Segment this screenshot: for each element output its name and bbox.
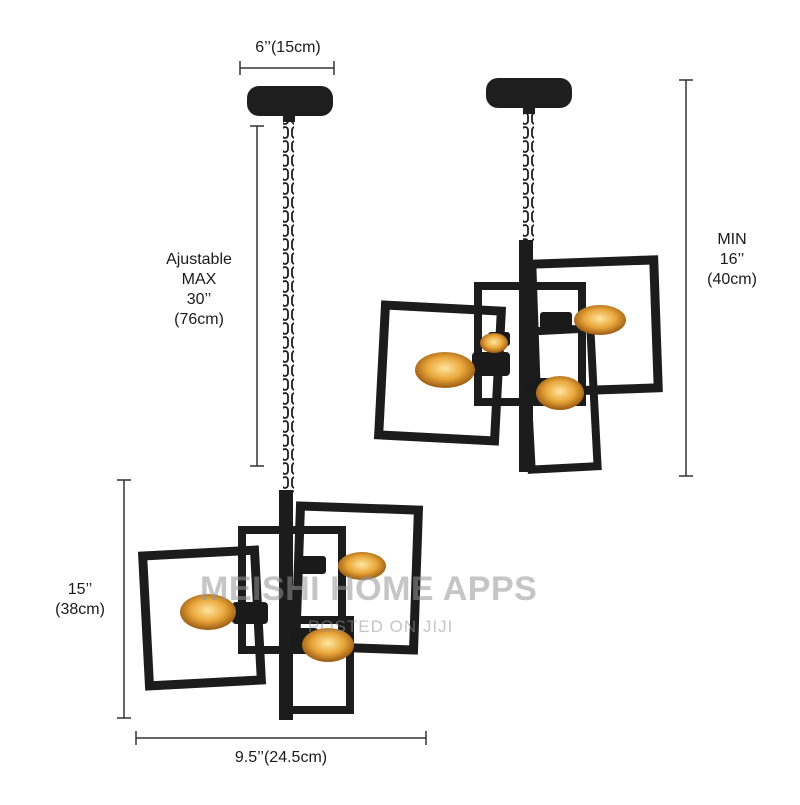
min-line-3: (40cm) <box>707 271 757 288</box>
adjustable-line-1: Ajustable <box>166 251 232 268</box>
canopy-width-label: 6’’(15cm) <box>255 39 321 56</box>
bottom-width-label: 9.5’’(24.5cm) <box>234 749 328 766</box>
left-canopy <box>247 86 333 116</box>
bulb-icon <box>338 552 386 580</box>
adjustable-line-3: 30’’ <box>186 291 212 308</box>
height-line-1: 15’’ <box>67 581 93 598</box>
adjustable-max-label: Ajustable MAX 30’’ (76cm) <box>150 250 248 330</box>
adjustable-line-4: (76cm) <box>174 311 224 328</box>
height-line-2: (38cm) <box>55 601 105 618</box>
bulb-icon <box>180 594 236 630</box>
bulb-icon <box>302 628 354 662</box>
min-line-1: MIN <box>717 231 747 248</box>
right-front-frame <box>373 300 507 446</box>
left-chain <box>283 120 294 492</box>
min-line-2: 16’’ <box>719 251 745 268</box>
watermark-sub: POSTED ON JIJI <box>308 617 454 636</box>
min-height-label: MIN 16’’ (40cm) <box>692 230 772 290</box>
bulb-icon <box>536 376 584 410</box>
left-back-frame <box>290 501 424 655</box>
right-canopy <box>486 78 572 108</box>
bulb-icon <box>480 333 508 353</box>
adjustable-line-2: MAX <box>181 271 217 288</box>
bulb-icon <box>415 352 475 388</box>
left-fixture <box>137 86 424 720</box>
watermark-main: MEISHI HOME APPS <box>200 570 538 608</box>
height-label: 15’’ (38cm) <box>40 580 120 620</box>
right-chain <box>523 112 534 242</box>
bulb-icon <box>574 305 626 335</box>
dimension-lines <box>117 61 693 745</box>
right-fixture <box>373 78 663 474</box>
